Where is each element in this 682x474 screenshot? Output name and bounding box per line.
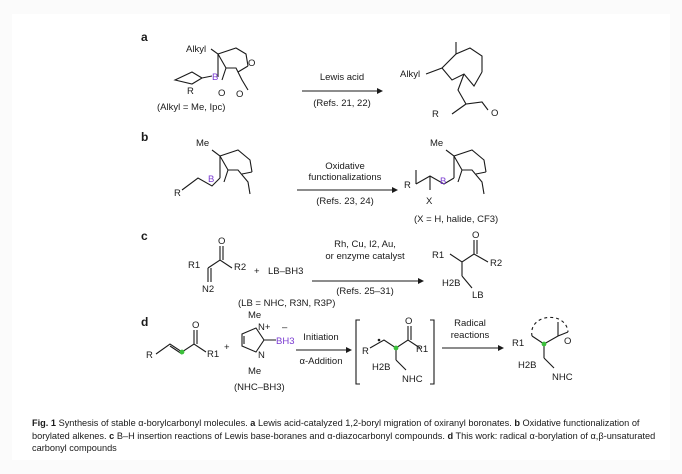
me-label: Me [248,310,261,321]
boron-label: B [212,72,218,83]
caption-c-text: B–H insertion reactions of Lewis base-bo… [116,430,445,441]
r-label: R [187,86,194,97]
alkyl-substituent-note: (Alkyl = Me, Ipc) [157,102,225,113]
figure-label: Fig. 1 [32,418,56,428]
caption-d-letter: d [447,430,454,441]
arrow-label: reactions [451,330,490,341]
r2-label: R2 [490,258,502,269]
r-label: R [362,346,369,357]
r2-label: R2 [234,262,246,273]
panel-c-arrow: Rh, Cu, I2, Au, or enzyme catalyst (Refs… [312,239,424,297]
panel-d-letter: d [141,315,148,329]
r-label: R [432,109,439,120]
lb-bh3-reagent: LB–BH3 [268,266,303,277]
r-label: R [146,350,153,361]
panel-c-product: O R1 R2 H2B LB [432,230,502,301]
boron-label: B [440,176,446,187]
arrow-label: α-Addition [300,356,343,367]
bh3-label: BH3 [276,336,294,347]
nhc-label: NHC [402,374,423,385]
panel-a-starting-material: Alkyl O B O O R (Alkyl = Me, Ipc) [157,44,255,113]
arrow-label: Oxidative [325,161,365,172]
caption-d-text: This work: radical α-borylation of α,β-u… [32,430,656,454]
lb-note: (LB = NHC, R3N, R3P) [238,298,335,309]
panel-b-starting-material: Me B R [174,138,253,199]
panel-d-nhc-borane: Me N+ N Me BH3 – (NHC–BH3) [234,310,294,393]
r-label: R [174,188,181,199]
panel-d-product: O R1 H2B NHC [512,316,573,383]
r1-label: R1 [188,260,200,271]
caption-b-letter: b [514,418,520,428]
h2b-label: H2B [442,278,460,289]
figure: a Alkyl O B O O R (Alkyl = Me, Ipc) Lewi… [12,14,670,460]
o-label: O [248,58,255,69]
panel-c-diazo: O R1 R2 N2 [188,236,246,295]
caption-a-text: Lewis acid-catalyzed 1,2-boryl migration… [257,418,512,428]
o-label: O [472,230,479,241]
alkyl-label: Alkyl [186,44,206,55]
panel-d-arrow-radical: Radical reactions [442,318,504,351]
o-label: O [564,336,571,347]
r-label: R [404,180,411,191]
x-substituent-note: (X = H, halide, CF3) [414,214,498,225]
arrow-label: Radical [454,318,486,329]
o-label: O [218,236,225,247]
r1-label: R1 [416,344,428,355]
h2b-label: H2B [518,360,536,371]
r1-label: R1 [432,250,444,261]
n2-label: N2 [202,284,214,295]
panel-b-letter: b [141,130,148,144]
r1-label: R1 [207,349,219,360]
arrow-refs: (Refs. 21, 22) [313,98,371,109]
r1-label: R1 [512,338,524,349]
nhc-borane-note: (NHC–BH3) [234,382,285,393]
caption-c-letter: c [109,430,115,441]
me-label: Me [430,138,443,149]
panel-d-arrow-initiation: Initiation α-Addition [296,332,352,367]
plus-sign: + [224,342,230,353]
o-label: O [405,316,412,327]
boron-label: B [208,174,214,185]
me-label: Me [196,138,209,149]
me-label: Me [248,366,261,377]
panel-a-letter: a [141,30,148,44]
n-label: N [258,350,265,361]
panel-a-product: Alkyl R O [400,42,498,120]
arrow-label: Lewis acid [320,72,364,83]
arrow-label: functionalizations [309,172,382,183]
arrow-label: Initiation [303,332,338,343]
o-label: O [218,88,225,99]
h2b-label: H2B [372,362,390,373]
panel-b-arrow: Oxidative functionalizations (Refs. 23, … [297,161,398,207]
o-label: O [192,320,199,331]
caption-b-text: Oxidative functionalization of borylated… [32,418,640,441]
n-plus-label: N+ [258,322,271,333]
nhc-label: NHC [552,372,573,383]
x-label: X [426,196,433,207]
panel-c-letter: c [141,229,148,243]
o-label: O [491,108,498,119]
lb-label: LB [472,290,484,301]
reaction-scheme: a Alkyl O B O O R (Alkyl = Me, Ipc) Lewi… [141,30,573,393]
o-label: O [236,89,243,100]
figure-caption: Fig. 1 Synthesis of stable α-borylcarbon… [32,417,662,455]
alkyl-label: Alkyl [400,69,420,80]
panel-d-enone: O R R1 [146,320,219,361]
caption-a-letter: a [250,418,256,428]
panel-d-intermediate: O R R1 H2B NHC [355,316,435,385]
arrow-label: Rh, Cu, I2, Au, [334,239,396,250]
arrow-refs: (Refs. 23, 24) [316,196,374,207]
minus-label: – [282,322,288,333]
panel-b-product: Me B R X (X = H, halide, CF3) [404,138,498,225]
figure-title: Synthesis of stable α-borylcarbonyl mole… [58,418,248,428]
arrow-label: or enzyme catalyst [325,251,405,262]
plus-sign: + [254,266,260,277]
panel-a-arrow: Lewis acid (Refs. 21, 22) [302,72,383,109]
arrow-refs: (Refs. 25–31) [336,286,394,297]
